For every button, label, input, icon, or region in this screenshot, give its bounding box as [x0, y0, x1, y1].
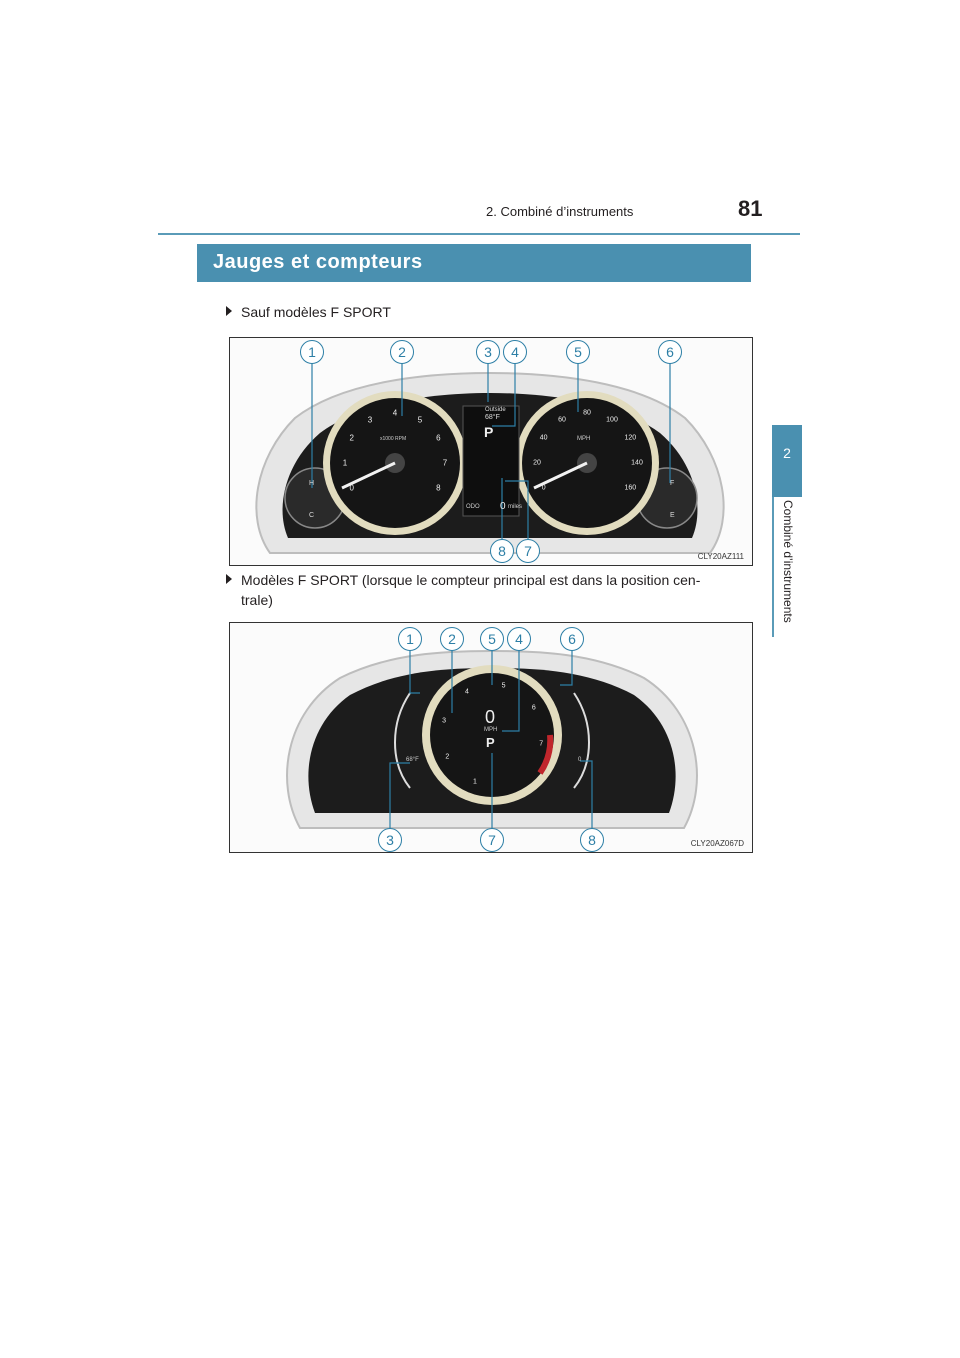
callout-8: 8 [490, 539, 514, 563]
figure1-illustration [255, 362, 725, 554]
callout-1: 1 [300, 340, 324, 364]
f-tick-4: 4 [465, 688, 469, 696]
callout-7: 7 [516, 539, 540, 563]
chapter-label: Combiné d’instruments [781, 500, 797, 640]
header-rule [158, 233, 800, 235]
callout-4: 4 [507, 627, 531, 651]
bullet-triangle-icon [226, 574, 232, 584]
page-number: 81 [738, 196, 763, 221]
gear-indicator: P [484, 424, 494, 440]
tach-tick-6: 6 [436, 433, 441, 443]
tach-tick-0: 0 [349, 483, 354, 493]
tach-tick-7: 7 [442, 458, 448, 468]
callout-3: 3 [476, 340, 500, 364]
tach-tick-2: 2 [349, 433, 354, 443]
f-odo-value: 0 [578, 757, 582, 763]
speedo-tick-60: 60 [558, 416, 566, 424]
chapter-tab [772, 425, 802, 497]
f-tick-2: 2 [445, 753, 450, 761]
figure1-caption-text: Sauf modèles F SPORT [241, 304, 391, 320]
figure2-caption-line2: trale) [241, 592, 273, 608]
f-tick-7: 7 [539, 740, 544, 748]
speedo-unit: MPH [577, 436, 591, 442]
speedo-tick-140: 140 [631, 459, 643, 467]
callout-1: 1 [398, 627, 422, 651]
f-outside-temp: 68°F [406, 757, 419, 763]
speedo-tick-40: 40 [539, 434, 548, 442]
header-section-title: 2. Combiné d’instruments [486, 204, 634, 219]
f-tick-6: 6 [531, 704, 536, 712]
odo-unit: miles [508, 504, 523, 510]
callout-4: 4 [503, 340, 527, 364]
bullet-triangle-icon [226, 306, 232, 316]
callout-5: 5 [566, 340, 590, 364]
chapter-rule [772, 497, 774, 637]
callout-2: 2 [390, 340, 414, 364]
speedo-tick-0: 0 [541, 484, 546, 492]
speedo-tick-20: 20 [533, 459, 541, 467]
f-tick-5: 5 [501, 682, 506, 690]
callout-6: 6 [560, 627, 584, 651]
temp-hot-label: H [309, 480, 315, 487]
odo-label: ODO [466, 504, 480, 510]
callout-2: 2 [440, 627, 464, 651]
figure2-caption-line1: Modèles F SPORT (lorsque le compteur pri… [241, 572, 701, 588]
figure2-illustration [286, 649, 698, 831]
figure2-caption: Modèles F SPORT (lorsque le compteur pri… [226, 570, 750, 610]
callout-6: 6 [658, 340, 682, 364]
speedo-tick-80: 80 [583, 409, 591, 417]
fuel-empty-label: E [670, 512, 675, 519]
tach-tick-4: 4 [392, 408, 398, 418]
f-tick-3: 3 [442, 717, 447, 725]
f-gear-indicator: P [486, 735, 495, 750]
chapter-label-text: Combiné d’instruments [781, 500, 795, 623]
fuel-full-label: F [670, 480, 675, 487]
speedo-tick-160: 160 [624, 484, 637, 492]
tach-tick-3: 3 [367, 415, 373, 425]
figure1-caption: Sauf modèles F SPORT [226, 302, 391, 322]
speedo-tick-100: 100 [606, 416, 618, 424]
callout-3: 3 [378, 828, 402, 852]
figure1-standard-cluster: Outside 68°F P ODO 0 miles x1000 RPM MPH… [229, 337, 753, 566]
callout-8: 8 [580, 828, 604, 852]
chapter-number: 2 [783, 445, 791, 461]
section-heading-bar: Jauges et compteurs [197, 244, 751, 282]
figure2-code: CLY20AZ067D [690, 839, 744, 848]
callout-7: 7 [480, 828, 504, 852]
tach-tick-1: 1 [342, 458, 348, 468]
callout-5: 5 [480, 627, 504, 651]
temp-cold-label: C [309, 512, 315, 519]
odo-value: 0 [500, 501, 506, 512]
section-title: Jauges et compteurs [213, 251, 423, 273]
figure1-code: CLY20AZ111 [697, 552, 744, 561]
outside-temp: 68°F [485, 414, 500, 421]
tach-tick-5: 5 [417, 415, 423, 425]
f-speed-unit: MPH [484, 727, 498, 733]
tach-tick-8: 8 [436, 483, 441, 493]
speedo-tick-120: 120 [624, 434, 637, 442]
f-speed-value: 0 [485, 707, 496, 727]
tach-unit: x1000 RPM [380, 436, 407, 442]
outside-label: Outside [485, 407, 506, 413]
f-tick-1: 1 [472, 778, 477, 786]
